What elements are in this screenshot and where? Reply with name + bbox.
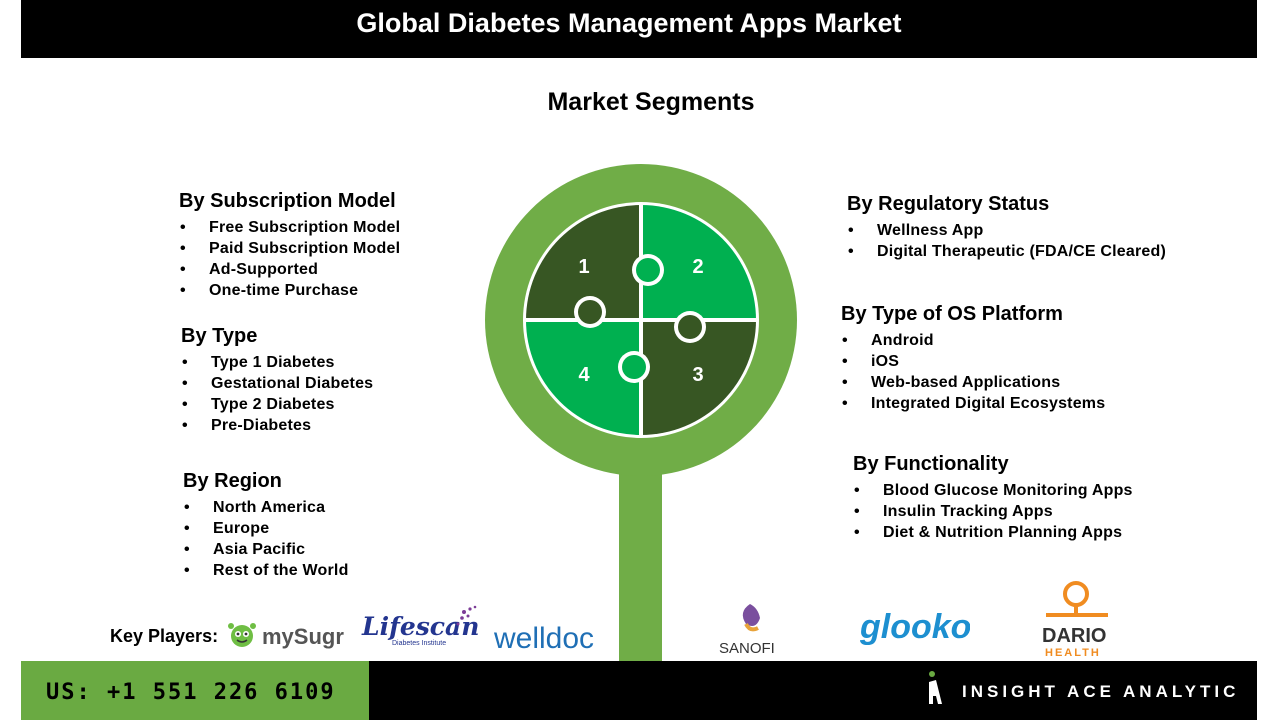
list-item: Paid Subscription Model — [179, 238, 400, 259]
segment-region: By Region North America Europe Asia Paci… — [183, 470, 349, 581]
list-item: North America — [183, 497, 349, 518]
segment-title: By Functionality — [853, 453, 1009, 475]
list-item: Rest of the World — [183, 560, 349, 581]
segment-functionality: By Functionality Blood Glucose Monitorin… — [853, 453, 1133, 543]
list-item: Blood Glucose Monitoring Apps — [853, 480, 1133, 501]
brand-name: INSIGHT ACE ANALYTIC — [962, 682, 1240, 701]
list-item: Web-based Applications — [841, 372, 1105, 393]
list-item: Gestational Diabetes — [181, 373, 373, 394]
puzzle-label-4: 4 — [578, 364, 590, 386]
welldoc-logo: welldoc — [493, 620, 618, 659]
mysugr-logo: mySugr — [226, 618, 348, 657]
svg-text:mySugr: mySugr — [262, 624, 344, 649]
list-item: One-time Purchase — [179, 280, 400, 301]
list-item: Integrated Digital Ecosystems — [841, 393, 1105, 414]
svg-text:SANOFI: SANOFI — [719, 640, 775, 656]
list-item: Type 1 Diabetes — [181, 352, 373, 373]
svg-text:Diabetes Institute: Diabetes Institute — [392, 640, 446, 647]
list-item: iOS — [841, 351, 1105, 372]
page-title: Global Diabetes Management Apps Market — [356, 8, 902, 38]
list-item: Free Subscription Model — [179, 217, 400, 238]
svg-text:Lifescan: Lifescan — [361, 612, 479, 641]
magnifier-inner — [523, 202, 759, 438]
phone-box — [21, 661, 369, 720]
magnifier-handle — [619, 470, 662, 662]
puzzle-label-1: 1 — [578, 256, 589, 278]
segment-subscription: By Subscription Model Free Subscription … — [179, 190, 400, 301]
list-item: Asia Pacific — [183, 539, 349, 560]
svg-text:glooko: glooko — [860, 608, 970, 646]
list-item: Europe — [183, 518, 349, 539]
key-players-label: Key Players: — [110, 626, 219, 646]
segment-type: By Type Type 1 Diabetes Gestational Diab… — [181, 325, 373, 436]
svg-text:HEALTH: HEALTH — [1045, 647, 1101, 658]
sanofi-logo: SANOFI — [716, 602, 786, 661]
phone-number: US: +1 551 226 6109 — [46, 680, 336, 705]
puzzle-label-2: 2 — [692, 256, 703, 278]
svg-text:DARIO: DARIO — [1042, 625, 1106, 647]
segment-title: By Regulatory Status — [847, 193, 1050, 215]
svg-text:welldoc: welldoc — [494, 622, 594, 654]
list-item: Wellness App — [847, 220, 1166, 241]
list-item: Digital Therapeutic (FDA/CE Cleared) — [847, 241, 1166, 262]
list-item: Ad-Supported — [179, 259, 400, 280]
lifescan-logo: Lifescan Diabetes Institute — [360, 604, 484, 653]
segment-regulatory: By Regulatory Status Wellness App Digita… — [847, 193, 1166, 262]
segment-title: By Type of OS Platform — [841, 303, 1063, 325]
insight-ace-icon — [929, 671, 942, 704]
list-item: Insulin Tracking Apps — [853, 501, 1133, 522]
puzzle-label-3: 3 — [692, 364, 703, 386]
segment-title: By Region — [183, 470, 282, 492]
dario-health-logo: DARIO HEALTH — [1040, 580, 1114, 663]
section-subtitle: Market Segments — [547, 88, 755, 116]
list-item: Android — [841, 330, 1105, 351]
segment-title: By Type — [181, 325, 258, 347]
list-item: Type 2 Diabetes — [181, 394, 373, 415]
header-bar: Global Diabetes Management Apps Market — [21, 0, 1257, 58]
segment-title: By Subscription Model — [179, 190, 396, 212]
glooko-logo: glooko — [859, 606, 971, 655]
list-item: Pre-Diabetes — [181, 415, 373, 436]
segment-os: By Type of OS Platform Android iOS Web-b… — [841, 303, 1105, 414]
list-item: Diet & Nutrition Planning Apps — [853, 522, 1133, 543]
